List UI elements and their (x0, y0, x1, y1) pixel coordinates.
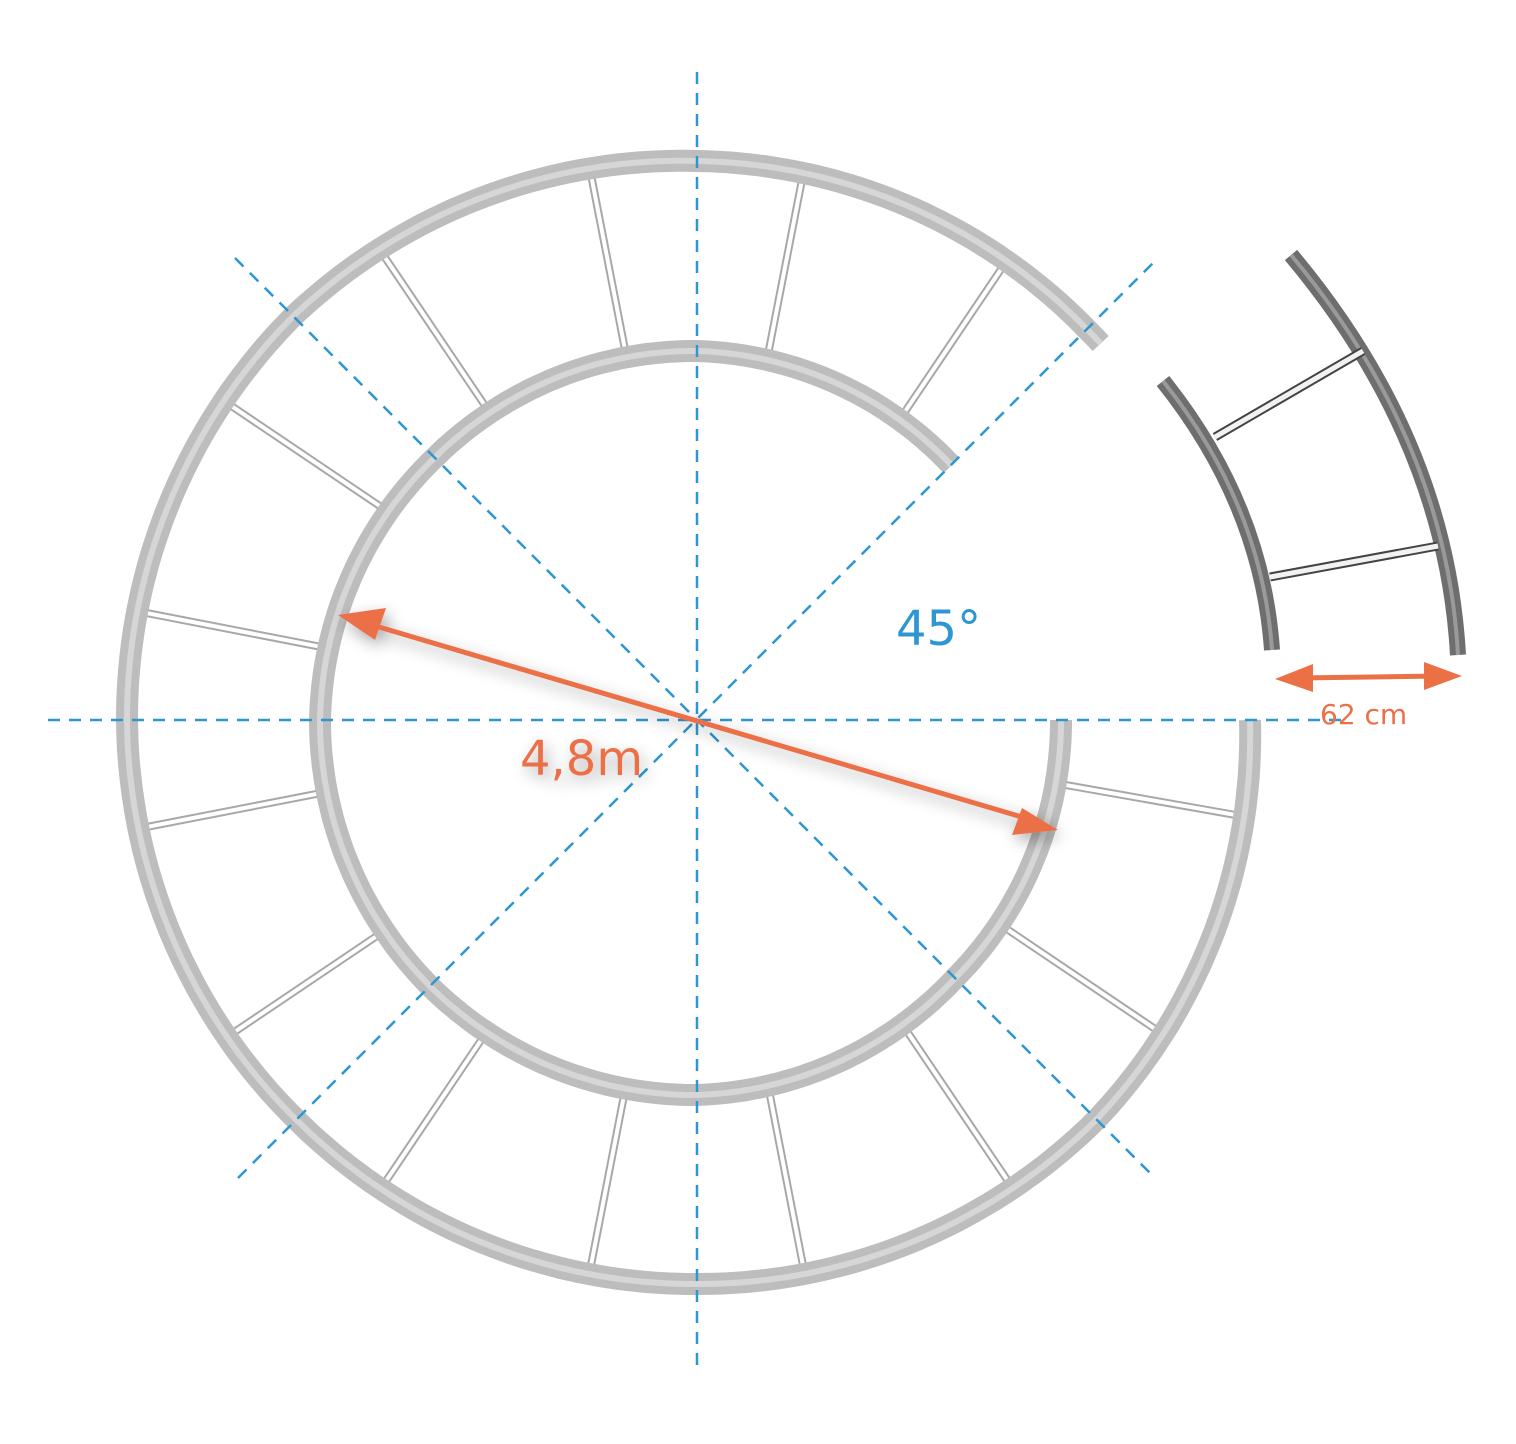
spiral-track (115, 149, 1262, 1295)
rung-highlight (906, 1031, 1009, 1182)
diameter-arrowhead-left (338, 608, 386, 640)
segment-rung-highlight (1213, 348, 1365, 440)
angle-label: 45° (896, 601, 981, 657)
track-segment-detail (1156, 249, 1466, 656)
rung-highlight (147, 791, 318, 829)
axis-diagonal-falling (234, 257, 1156, 1179)
rung-highlight (766, 182, 804, 351)
rung-highlight (1006, 927, 1156, 1031)
rung-highlight (1065, 783, 1235, 817)
track-rails (115, 149, 1262, 1295)
diameter-arrow-line (361, 619, 1033, 823)
rung-highlight (234, 934, 378, 1034)
diameter-label: 4,8m (520, 731, 643, 787)
axis-diagonal-rising (237, 257, 1159, 1179)
rung-highlight (768, 1095, 805, 1265)
segment-inner-rail-highlight (1161, 379, 1274, 651)
width-arrow-line (1297, 673, 1441, 681)
inner-rail-highlight (316, 348, 1064, 1098)
segment-outer-rail-highlight (1289, 253, 1460, 656)
rung-highlight (903, 268, 1003, 413)
width-dimension (1275, 662, 1462, 692)
diameter-arrowhead-right (1012, 808, 1058, 835)
outer-rail-highlight (123, 157, 1254, 1287)
segment-inner-rail (1156, 376, 1280, 651)
width-arrowhead-left (1275, 664, 1313, 692)
width-label: 62 cm (1320, 698, 1407, 731)
width-arrowhead-right (1424, 662, 1462, 690)
rung-highlight (589, 1098, 626, 1265)
segment-rung-highlight (1269, 543, 1439, 580)
rung-highlight (384, 1039, 483, 1182)
axis-guides (48, 72, 1345, 1372)
track-rungs (146, 177, 1236, 1266)
segment-outer-rail (1284, 249, 1466, 656)
rung-highlight (589, 177, 627, 348)
diameter-dimension (338, 608, 1058, 835)
rung-highlight (383, 256, 486, 406)
rung-highlight (146, 611, 319, 649)
rung-highlight (230, 404, 382, 508)
